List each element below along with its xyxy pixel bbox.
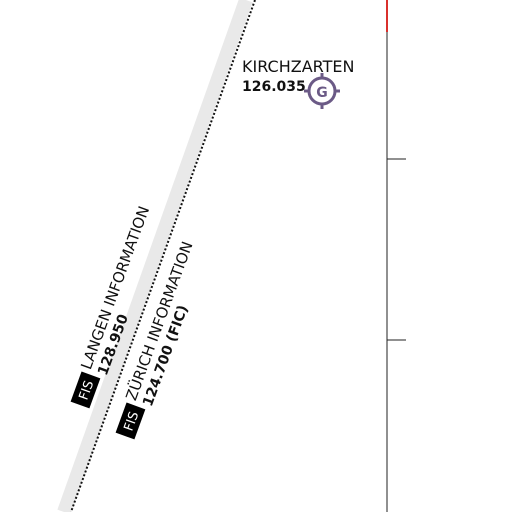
fis-badge — [115, 402, 146, 440]
fis-badge-text: FIS — [121, 410, 142, 434]
airfield-name: KIRCHZARTEN — [242, 57, 354, 76]
airfield-frequency: 126.035 — [242, 79, 306, 95]
fis-badge-text: FIS — [76, 379, 97, 403]
glider-site-letter: G — [316, 85, 328, 101]
glider-site-icon[interactable]: G — [304, 73, 340, 109]
fir-boundary-dotted-line — [70, 0, 256, 512]
fir-boundary-band — [57, 0, 253, 512]
fis-badge — [70, 371, 101, 409]
